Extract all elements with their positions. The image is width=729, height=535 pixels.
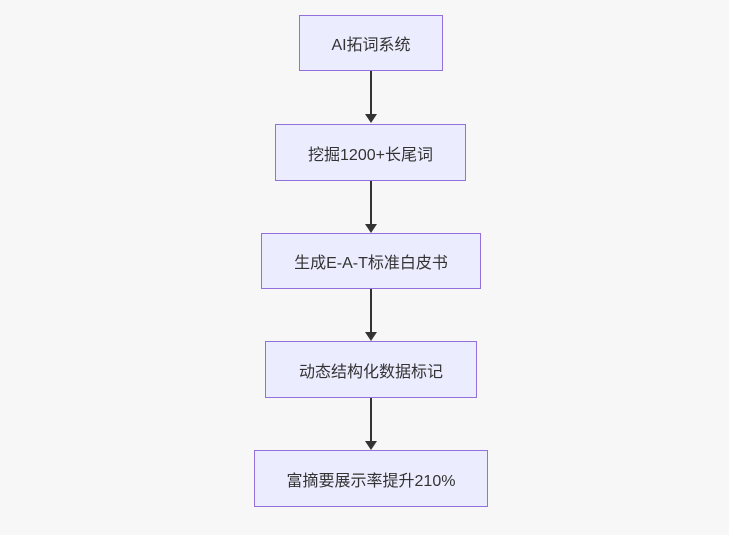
arrow-line [370, 289, 372, 333]
arrow-down-icon [365, 114, 377, 123]
flowchart-node-rich-snippet-rate-increase: 富摘要展示率提升210% [254, 450, 488, 507]
arrow-down-icon [365, 332, 377, 341]
node-label: 动态结构化数据标记 [298, 363, 443, 381]
arrow-line [370, 71, 372, 115]
arrow-line [370, 181, 372, 225]
arrow-down-icon [365, 441, 377, 450]
flowchart-node-mine-longtail-keywords: 挖掘1200+长尾词 [275, 124, 466, 181]
node-label: AI拓词系统 [331, 37, 411, 54]
flowchart-node-ai-word-expansion-system: AI拓词系统 [299, 15, 443, 71]
node-label: 生成E-A-T标准白皮书 [294, 255, 448, 272]
node-label: 挖掘1200+长尾词 [308, 146, 433, 164]
flowchart-node-dynamic-structured-data-markup: 动态结构化数据标记 [265, 341, 477, 398]
arrow-line [370, 398, 372, 442]
arrow-down-icon [365, 224, 377, 233]
flowchart-node-generate-eat-whitepaper: 生成E-A-T标准白皮书 [261, 233, 481, 289]
node-label: 富摘要展示率提升210% [286, 472, 456, 490]
